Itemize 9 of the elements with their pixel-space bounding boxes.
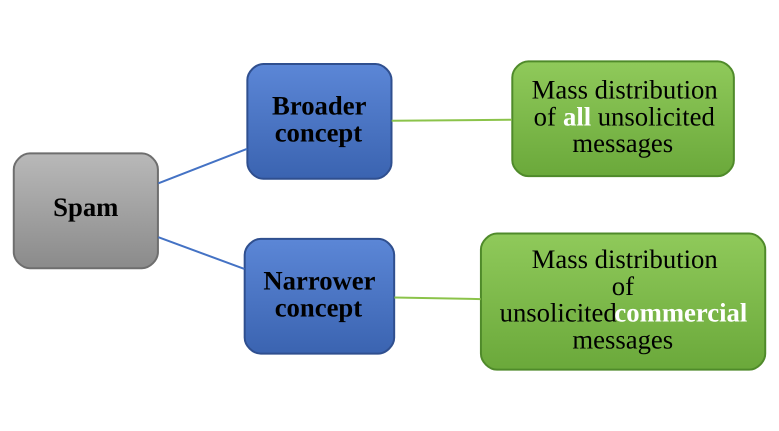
node-box: Spam [12, 152, 159, 270]
connector [392, 118, 512, 122]
connector [158, 236, 245, 270]
node-box: Broader concept [246, 63, 392, 180]
connector [158, 148, 248, 184]
node-box: Mass distribution of unsolicitedcommercial messages [480, 232, 766, 371]
connector [394, 296, 481, 300]
node-box: Mass distribution of all unsolicited messages [511, 60, 735, 178]
node-box: Narrower concept [244, 238, 396, 355]
